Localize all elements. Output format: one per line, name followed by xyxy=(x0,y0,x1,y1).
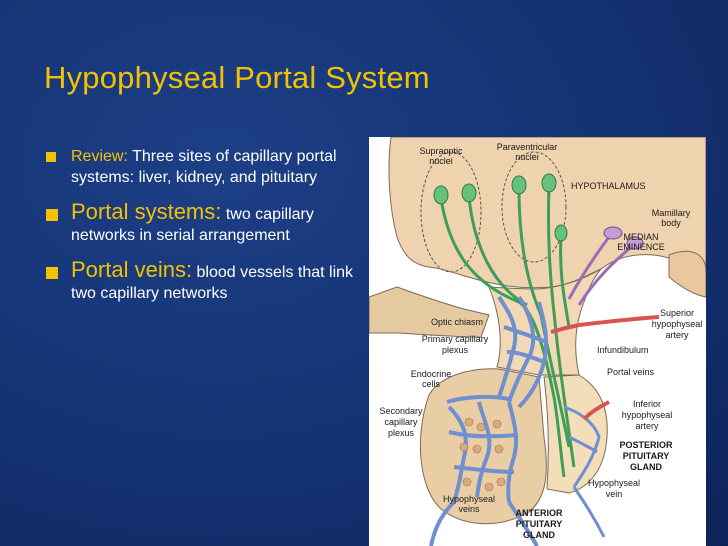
primary-capillary-plexus xyxy=(497,295,549,409)
label-mamillary-1: Mamillary xyxy=(652,208,691,218)
label-anterior-pituitary-1: ANTERIOR xyxy=(516,508,564,518)
label-optic-chiasm: Optic chiasm xyxy=(431,317,483,327)
paraventricular-outline xyxy=(501,151,567,263)
label-infundibulum: Infundibulum xyxy=(597,345,649,355)
label-superior-artery-3: artery xyxy=(665,330,689,340)
bullet-keyword: Portal systems: xyxy=(71,199,222,224)
square-bullet-icon xyxy=(46,267,58,279)
label-anterior-pituitary-2: PITUITARY xyxy=(516,519,563,529)
neuron-cell-bodies xyxy=(433,173,568,242)
label-inferior-artery-2: hypophyseal xyxy=(622,410,673,420)
label-supraoptic-1: Supraoptic xyxy=(419,146,463,156)
label-inferior-artery-3: artery xyxy=(635,421,659,431)
hypothalamic-releasing-neurons xyxy=(567,236,632,306)
label-primary-plexus-2: plexus xyxy=(442,345,469,355)
posterior-vessels xyxy=(563,405,606,538)
label-secondary-plexus-2: capillary xyxy=(384,417,418,427)
mamillary-body xyxy=(668,250,706,298)
label-hypophyseal-vein-1: Hypophyseal xyxy=(588,478,640,488)
label-anterior-pituitary-3: GLAND xyxy=(523,530,555,540)
square-bullet-icon xyxy=(46,209,58,221)
bullet-text: Three sites of capillary portal systems:… xyxy=(71,148,337,186)
bullet-text: two capillary networks in serial arrange… xyxy=(71,206,314,244)
bullet-keyword: Portal veins: xyxy=(71,257,193,282)
label-posterior-pituitary-2: PITUITARY xyxy=(623,451,670,461)
endocrine-cells xyxy=(459,417,506,492)
label-mamillary-2: body xyxy=(661,218,681,228)
label-paraventricular-2: nuclei xyxy=(515,152,539,162)
supraoptic-outline xyxy=(420,151,482,273)
bullet-portal-veins: Portal veins: blood vessels that link tw… xyxy=(44,259,364,304)
label-hypophyseal-vein-2: vein xyxy=(606,489,623,499)
bullet-review: Review: Three sites of capillary portal … xyxy=(44,146,364,188)
label-supraoptic-2: nuclei xyxy=(429,156,453,166)
label-hypothalamus: HYPOTHALAMUS xyxy=(571,181,646,191)
label-superior-artery-1: Superior xyxy=(660,308,694,318)
label-secondary-plexus-1: Secondary xyxy=(379,406,423,416)
inferior-hypophyseal-artery xyxy=(582,400,610,421)
secondary-capillary-plexus xyxy=(429,394,539,546)
square-bullet-icon xyxy=(46,152,56,162)
label-endocrine-1: Endocrine xyxy=(411,369,452,379)
label-superior-artery-2: hypophyseal xyxy=(652,319,703,329)
label-hypophyseal-veins-1: Hypophyseal xyxy=(443,494,495,504)
label-paraventricular-1: Paraventricular xyxy=(497,142,558,152)
superior-hypophyseal-artery xyxy=(550,315,660,334)
label-secondary-plexus-3: plexus xyxy=(388,428,415,438)
label-posterior-pituitary-3: GLAND xyxy=(630,462,662,472)
bullet-list: Review: Three sites of capillary portal … xyxy=(44,146,364,317)
label-hypophyseal-veins-2: veins xyxy=(458,504,480,514)
bullet-text: blood vessels that link two capillary ne… xyxy=(71,264,354,302)
label-posterior-pituitary-1: POSTERIOR xyxy=(619,440,673,450)
label-inferior-artery-1: Inferior xyxy=(633,399,661,409)
optic-chiasm xyxy=(369,286,490,338)
label-primary-plexus-1: Primary capillary xyxy=(422,334,489,344)
hypophyseal-portal-diagram: Supraoptic nuclei Paraventricular nuclei… xyxy=(369,137,706,546)
bullet-keyword: Review: xyxy=(71,148,128,165)
bullet-portal-systems: Portal systems: two capillary networks i… xyxy=(44,201,364,246)
slide-title: Hypophyseal Portal System xyxy=(44,60,430,95)
label-portal-veins: Portal veins xyxy=(607,367,655,377)
label-endocrine-2: cells xyxy=(422,379,441,389)
diagram-labels: Supraoptic nuclei Paraventricular nuclei… xyxy=(379,142,702,540)
label-median-eminence-1: MEDIAN xyxy=(623,232,658,242)
label-median-eminence-2: EMINENCE xyxy=(617,242,665,252)
purple-cell-bodies xyxy=(603,226,644,250)
